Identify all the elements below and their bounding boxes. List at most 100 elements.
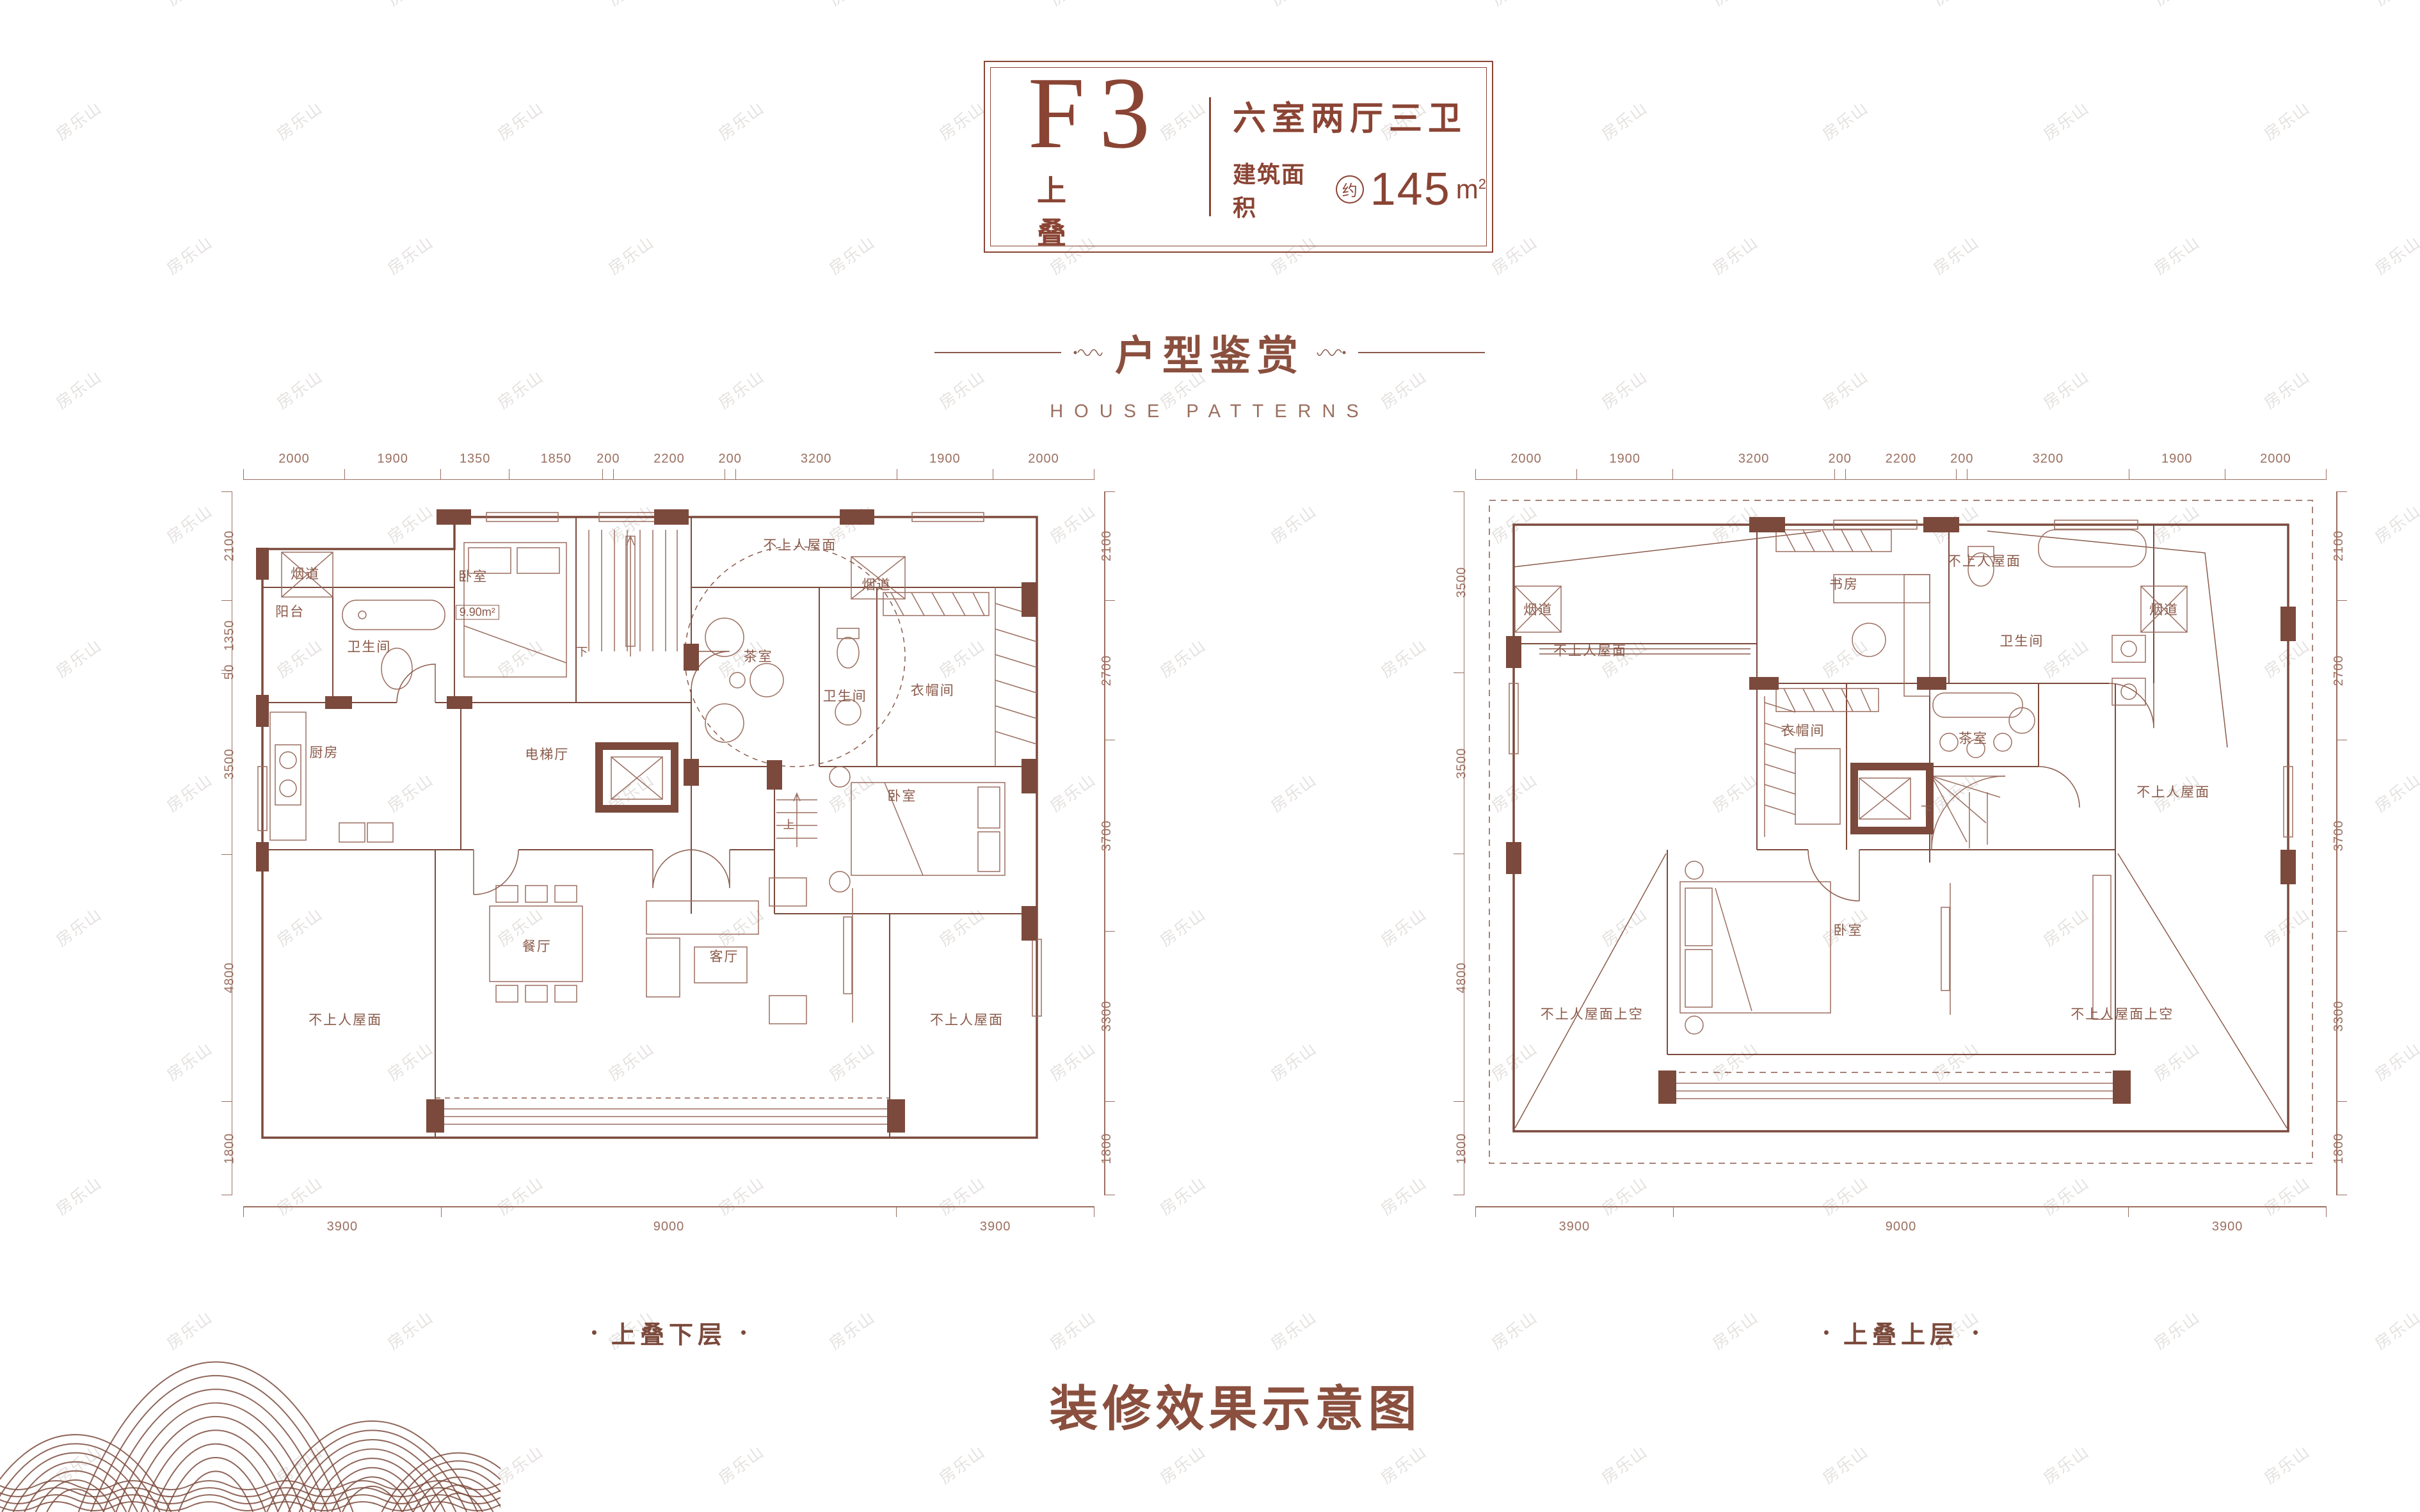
watermark: 房乐山 [1045, 0, 1100, 10]
room-label: 不上人屋面 [309, 1013, 383, 1028]
watermark: 房乐山 [1157, 905, 1210, 950]
dimension-label: 2700 [2331, 655, 2346, 686]
title-divider [1208, 97, 1211, 216]
watermark: 房乐山 [1267, 1039, 1320, 1085]
watermark: 房乐山 [1707, 0, 1763, 10]
room-label: 烟道 [1523, 602, 1553, 617]
watermark: 房乐山 [824, 0, 879, 10]
watermark: 房乐山 [1157, 1174, 1210, 1219]
room-label: 阳台 [275, 605, 305, 619]
dimension-label: 1900 [1609, 452, 1641, 466]
flourish-left-icon [1073, 349, 1103, 356]
mountain-decoration [0, 1361, 501, 1512]
dimension-label: 2200 [653, 452, 685, 466]
area-label: 建筑面积 [1232, 161, 1306, 221]
watermark: 房乐山 [1157, 636, 1210, 681]
room-label: 不上人屋面上空 [2071, 1007, 2174, 1023]
plan-caption-lower: • 上叠下层 • [243, 1315, 1094, 1350]
room-label: 卫生间 [822, 689, 867, 704]
flourish-right-icon [1317, 349, 1346, 356]
dimension-label: 2200 [1885, 452, 1917, 466]
watermark: 房乐山 [2040, 1442, 2093, 1488]
dimension-label: 3900 [1559, 1220, 1591, 1234]
watermark: 房乐山 [52, 905, 106, 950]
unit-code-block: F3 上叠 [991, 61, 1187, 252]
watermark: 房乐山 [1267, 1308, 1320, 1353]
room-label: 不上人屋面 [930, 1013, 1004, 1028]
room-label: 不上人屋面 [1553, 643, 1628, 658]
floor-plan-svg-upper [1489, 500, 2313, 1164]
ornament-line-left [934, 352, 1061, 353]
dimension-label: 1350 [222, 619, 237, 651]
dimension-label: 1800 [1454, 1133, 1469, 1164]
dimension-label: 1850 [540, 452, 572, 466]
section-title-row: 户型鉴赏 [922, 323, 1498, 382]
floor-plan-drawing-upper: 烟道不上人屋面书房不上人屋面烟道卫生间衣帽间茶室不上人屋面下卧室不上人屋面上空不… [1475, 491, 2327, 1195]
room-label: 茶室 [743, 649, 773, 665]
plan-caption-upper: • 上叠上层 • [1475, 1315, 2327, 1350]
room-label: 卧室 [887, 789, 917, 804]
watermark: 房乐山 [2261, 1442, 2314, 1488]
dimension-label: 2000 [2260, 452, 2291, 466]
dimension-label: 2000 [278, 452, 310, 466]
room-label: 衣帽间 [910, 683, 955, 699]
dimension-label: 1800 [2331, 1133, 2346, 1164]
room-label: 卫生间 [347, 640, 392, 655]
dimension-label: 2100 [1099, 530, 1114, 562]
unit-area-row: 建筑面积 约 145 m2 [1233, 156, 1486, 223]
watermark: 房乐山 [1928, 0, 1983, 10]
caption-bullet: • [591, 1323, 597, 1342]
dimension-label: 3200 [1738, 452, 1770, 466]
watermark: 房乐山 [494, 367, 547, 413]
watermark: 房乐山 [384, 233, 437, 278]
dimension-label: 3900 [326, 1220, 358, 1234]
watermark: 房乐山 [936, 1442, 989, 1488]
room-label: 烟道 [2149, 602, 2179, 617]
watermark: 房乐山 [1157, 1442, 1210, 1488]
plan-caption-label: 上叠下层 [611, 1322, 726, 1349]
watermark: 房乐山 [273, 367, 326, 413]
dimension-label: 3200 [2032, 452, 2064, 466]
watermark: 房乐山 [1598, 367, 1651, 413]
dimension-label: 9000 [1885, 1220, 1917, 1234]
plan-caption-label: 上叠上层 [1843, 1322, 1959, 1349]
room-label: 书房 [1829, 577, 1859, 593]
dimension-label: 3700 [2331, 820, 2346, 852]
watermark: 房乐山 [52, 636, 106, 681]
room-label-layer-upper: 烟道不上人屋面书房不上人屋面烟道卫生间衣帽间茶室不上人屋面下卧室不上人屋面上空不… [1475, 491, 2327, 1195]
area-approx-badge: 约 [1335, 175, 1364, 203]
unit-code: F3 [1027, 56, 1164, 170]
dimension-label: 3500 [1454, 747, 1469, 779]
room-label: 烟道 [291, 566, 321, 582]
watermark: 房乐山 [1267, 770, 1320, 816]
watermark: 房乐山 [1486, 0, 1542, 10]
watermark: 房乐山 [1377, 1442, 1430, 1488]
watermark: 房乐山 [2261, 99, 2314, 144]
watermark: 房乐山 [603, 0, 659, 10]
section-subtitle: HOUSE PATTERNS [1050, 401, 1370, 422]
room-label: 卫生间 [1999, 634, 2044, 649]
room-label: 9.90m² [455, 605, 499, 620]
watermark: 房乐山 [52, 367, 106, 413]
watermark: 房乐山 [1598, 99, 1651, 144]
dimension-label: 1900 [929, 452, 961, 466]
dimension-label: 2100 [2331, 530, 2346, 562]
watermark: 房乐山 [2261, 367, 2314, 413]
caption-bullet: • [1973, 1323, 1979, 1342]
room-label: 上 [783, 818, 795, 832]
render-note: 装修效果示意图 [1049, 1382, 1422, 1436]
caption-bullet: • [741, 1323, 747, 1342]
dimension-label: 3700 [1099, 820, 1114, 852]
watermark: 房乐山 [715, 1442, 768, 1488]
room-label: 下 [576, 645, 588, 658]
unit-title-box-inner: F3 上叠 六室两厅三卫 建筑面积 约 145 m2 [990, 61, 1487, 250]
area-value: 145 [1370, 163, 1451, 215]
watermark: 房乐山 [1265, 0, 1321, 10]
